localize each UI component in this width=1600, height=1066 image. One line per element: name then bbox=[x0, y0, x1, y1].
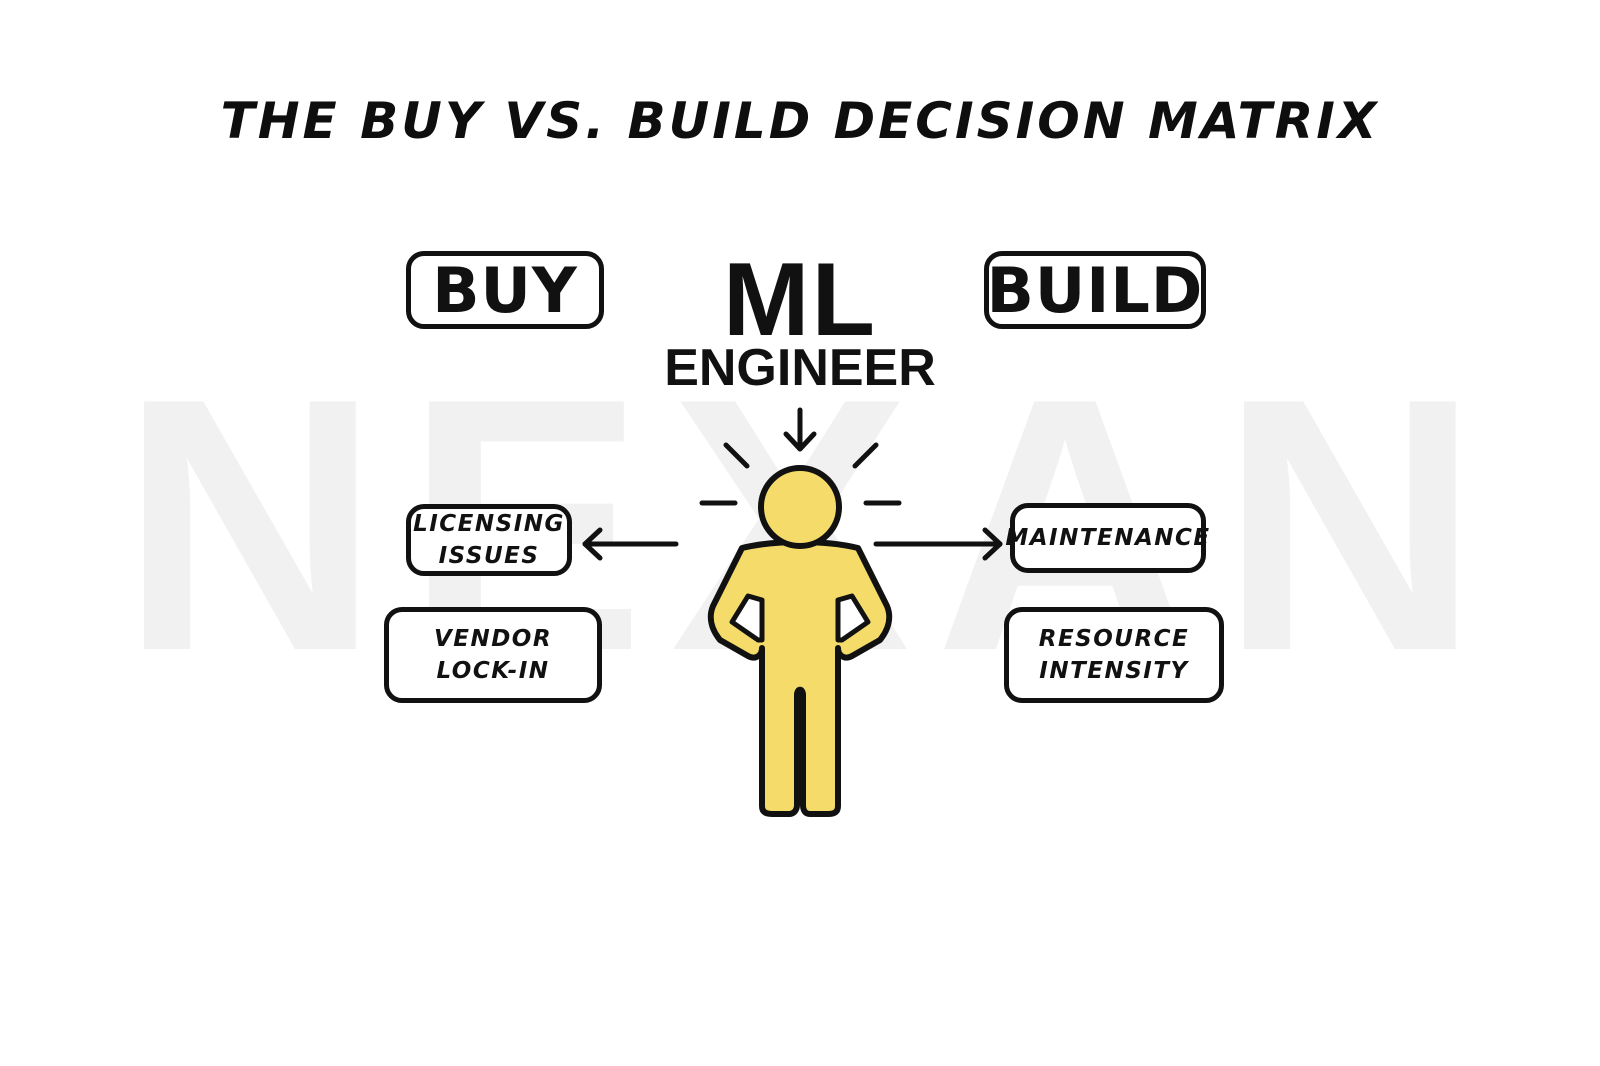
build-item-label: MAINTENANCE bbox=[1005, 525, 1211, 551]
attention-rays bbox=[699, 442, 902, 506]
buy-item-label: VENDOR LOCK-IN bbox=[433, 626, 553, 684]
buy-header-label: BUY bbox=[432, 253, 578, 327]
page-title: THE BUY VS. BUILD DECISION MATRIX bbox=[220, 92, 1380, 150]
figure-body bbox=[707, 539, 893, 817]
watermark-letter: N bbox=[120, 324, 380, 726]
center-title-role: ENGINEER bbox=[664, 339, 936, 397]
watermark-letter: N bbox=[1219, 324, 1480, 726]
buy-item-label: LICENSING ISSUES bbox=[413, 511, 565, 569]
buy-item-licensing: LICENSING ISSUES bbox=[406, 504, 572, 576]
right-arm-gap bbox=[835, 593, 871, 643]
build-item-maintenance: MAINTENANCE bbox=[1005, 503, 1209, 573]
buy-item-vendor-lock-in: VENDOR LOCK-IN bbox=[384, 607, 602, 703]
figure-head bbox=[758, 465, 842, 549]
right-arrow-icon bbox=[873, 527, 1003, 561]
build-item-resource-intensity: RESOURCE INTENSITY bbox=[1004, 607, 1224, 703]
down-arrow-icon bbox=[783, 407, 817, 452]
build-header-box: BUILD bbox=[984, 251, 1206, 329]
center-title-ml: ML bbox=[722, 242, 878, 358]
left-arrow-icon bbox=[582, 527, 679, 561]
build-header-label: BUILD bbox=[986, 253, 1204, 327]
ml-engineer-figure-icon bbox=[707, 465, 893, 817]
buy-header-box: BUY bbox=[406, 251, 604, 329]
left-arm-gap bbox=[729, 593, 765, 643]
build-item-label: RESOURCE INTENSITY bbox=[1038, 626, 1190, 684]
